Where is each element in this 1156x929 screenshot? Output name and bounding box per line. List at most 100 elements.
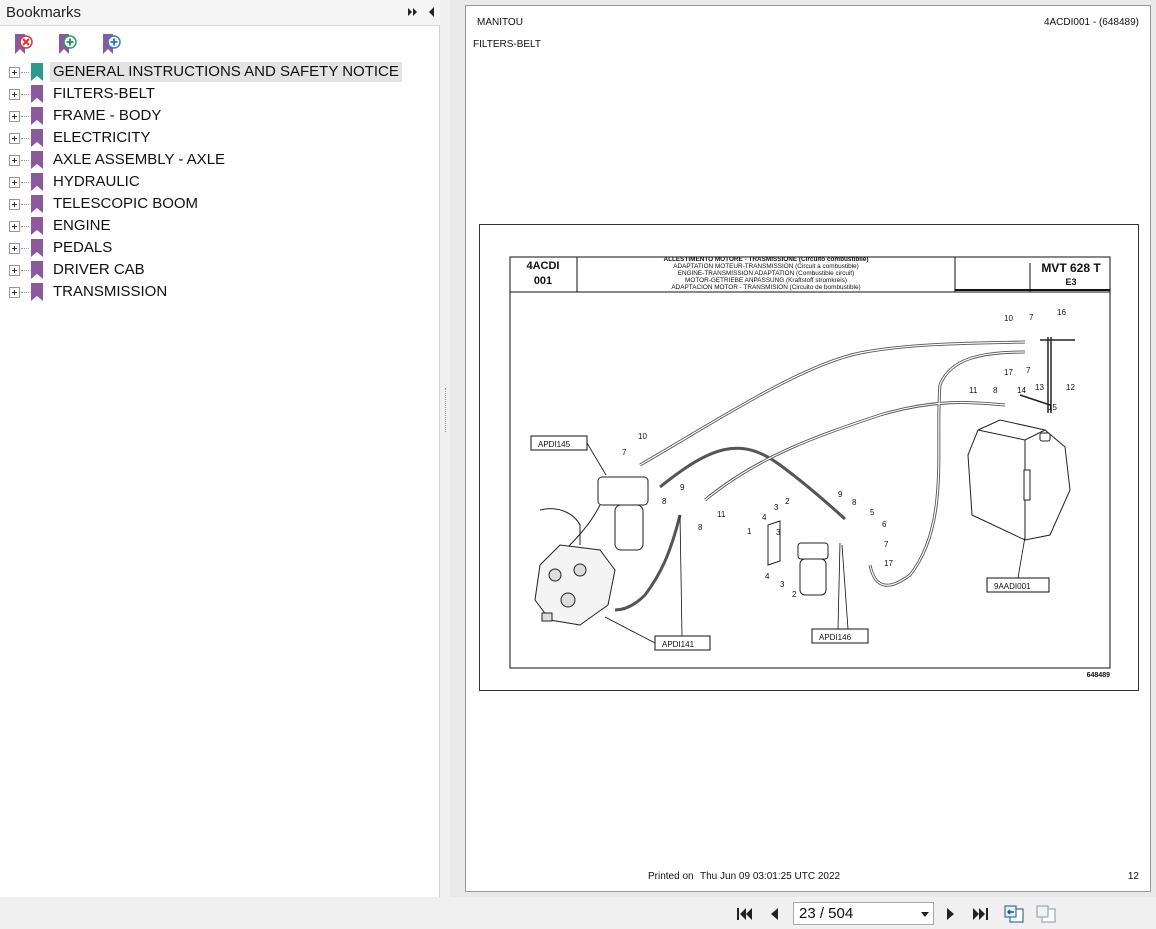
part-number: 3 [780,580,785,589]
part-number: 8 [993,386,998,395]
expand-icon[interactable] [9,221,20,232]
panel-splitter[interactable] [441,0,450,897]
bookmark-item[interactable]: DRIVER CAB [0,259,440,281]
expand-icon[interactable] [9,155,20,166]
bookmark-icon [31,261,43,279]
part-number: 7 [1026,366,1031,375]
ref-label: APDI141 [662,640,695,649]
bookmark-label[interactable]: GENERAL INSTRUCTIONS AND SAFETY NOTICE [50,62,402,82]
bookmark-item[interactable]: GENERAL INSTRUCTIONS AND SAFETY NOTICE [0,61,440,83]
view-forward-icon[interactable] [1035,904,1057,924]
bookmark-item[interactable]: ENGINE [0,215,440,237]
part-number: 8 [698,523,703,532]
part-number: 1 [747,527,752,536]
bookmark-icon [31,173,43,191]
primary-filter [539,476,649,551]
part-number: 10 [638,432,647,441]
page-header-left: MANITOU [477,17,523,28]
next-page-icon[interactable] [942,905,960,923]
bookmark-item[interactable]: ELECTRICITY [0,127,440,149]
bookmark-icon [31,85,43,103]
bookmark-item[interactable]: FILTERS-BELT [0,83,440,105]
chevron-down-icon[interactable] [921,912,929,917]
last-page-icon[interactable] [972,905,990,923]
expand-icon[interactable] [9,177,20,188]
ref-pointer [586,442,1026,644]
figure-code-bottom: 001 [534,275,552,287]
bookmark-icon [31,63,43,81]
fuel-tank [967,419,1071,541]
bookmark-label[interactable]: TRANSMISSION [53,283,168,300]
bookmark-item[interactable]: AXLE ASSEMBLY - AXLE [0,149,440,171]
bookmarks-panel: Bookmarks GENERAL INSTRUCTIONS AND [0,0,440,897]
bookmark-item[interactable]: TELESCOPIC BOOM [0,193,440,215]
expand-icon[interactable] [9,243,20,254]
part-number: 11 [969,386,978,395]
bookmark-item[interactable]: HYDRAULIC [0,171,440,193]
part-number: 5 [870,508,875,517]
view-back-icon[interactable] [1003,904,1025,924]
part-number: 7 [884,540,889,549]
bookmark-label[interactable]: TELESCOPIC BOOM [53,195,199,212]
bookmark-label[interactable]: PEDALS [53,239,113,256]
part-number: 10 [1004,314,1013,323]
bookmark-label[interactable]: AXLE ASSEMBLY - AXLE [53,151,226,168]
bookmark-label[interactable]: FRAME - BODY [53,107,162,124]
bookmark-label[interactable]: HYDRAULIC [53,173,140,190]
part-number: 13 [1035,383,1044,392]
bookmark-item[interactable]: FRAME - BODY [0,105,440,127]
bookmark-icon [31,107,43,125]
figure-title-line: ADAPTACION MOTOR - TRANSMISION (Circuito… [671,284,860,291]
figure-title-line: ENGINE-TRANSMISSION ADAPTATION (Combusti… [678,270,855,277]
page-header-right: 4ACDI001 - (648489) [1043,17,1139,28]
document-viewer[interactable]: MANITOU 4ACDI001 - (648489) FILTERS-BELT… [450,0,1156,897]
expand-icon[interactable] [9,265,20,276]
expand-icon[interactable] [9,133,20,144]
part-number: 15 [1048,403,1057,412]
expand-panel-icon[interactable] [405,4,421,20]
bookmark-icon [31,195,43,213]
bookmark-delete-icon[interactable] [12,32,34,56]
printed-date: Thu Jun 09 03:01:25 UTC 2022 [700,871,841,882]
part-number: 8 [852,498,857,507]
figure-title-line: ADAPTATION MOTEUR-TRANSMISSION (Circuit … [673,263,858,270]
panel-title: Bookmarks [6,4,82,21]
part-number: 14 [1017,386,1026,395]
figure-model: MVT 628 T [1041,261,1101,275]
page-number-select[interactable]: 23 / 504 [793,902,934,925]
expand-icon[interactable] [9,199,20,210]
expand-icon[interactable] [9,89,20,100]
document-page: MANITOU 4ACDI001 - (648489) FILTERS-BELT… [465,5,1151,892]
part-number: 7 [1029,313,1034,322]
part-number: 9 [680,483,685,492]
figure-model-sub: E3 [1065,277,1076,287]
part-number: 2 [792,590,797,599]
bookmark-add-icon[interactable] [56,32,78,56]
figure-title-line: MOTOR-GETRIEBE ANPASSUNG (Kraftstoff str… [685,277,847,284]
expand-icon[interactable] [9,67,20,78]
prev-page-icon[interactable] [765,905,783,923]
part-number: 17 [884,559,893,568]
bookmarks-header: Bookmarks [0,0,440,26]
part-number: 6 [882,520,887,529]
bookmark-label[interactable]: DRIVER CAB [53,261,145,278]
ref-box [530,435,1050,651]
navigation-bar [0,897,1156,929]
bookmark-label[interactable]: ENGINE [53,217,111,234]
bookmark-add-child-icon[interactable] [100,32,122,56]
bookmark-icon [31,151,43,169]
bookmark-item[interactable]: PEDALS [0,237,440,259]
part-number: 2 [785,497,790,506]
expand-icon[interactable] [9,111,20,122]
bookmark-label[interactable]: ELECTRICITY [53,129,151,146]
bookmark-icon [31,283,43,301]
part-number: 9 [838,490,843,499]
part-number: 16 [1057,308,1066,317]
bookmark-item[interactable]: TRANSMISSION [0,281,440,303]
part-number: 12 [1066,383,1075,392]
collapse-panel-icon[interactable] [424,4,440,20]
bookmark-label[interactable]: FILTERS-BELT [53,85,155,102]
expand-icon[interactable] [9,287,20,298]
figure-title-line: ALLESTIMENTO MOTORE - TRASMISSIONE (Circ… [664,256,869,263]
first-page-icon[interactable] [735,905,753,923]
